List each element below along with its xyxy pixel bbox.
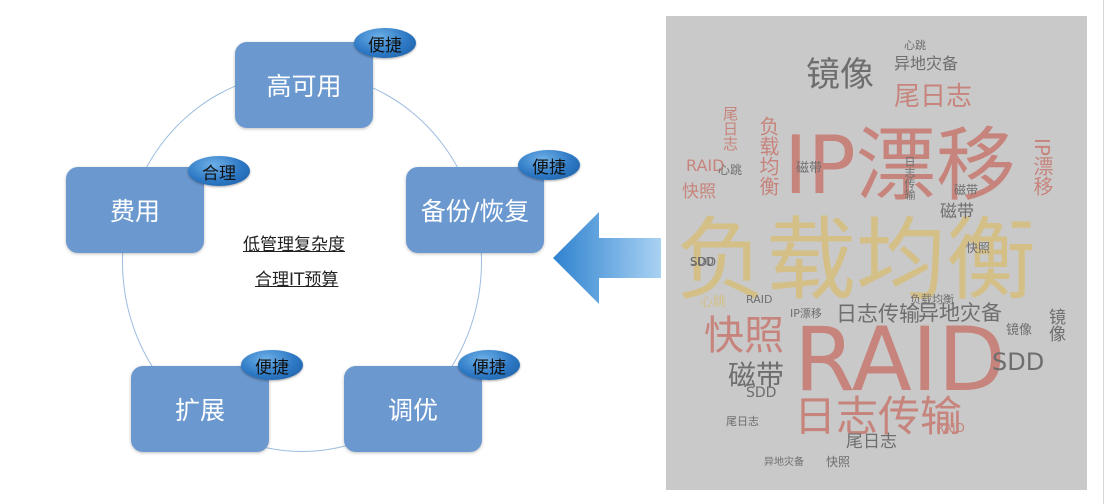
- node-tuning: 调优: [344, 366, 482, 452]
- cloud-word: 尾日志: [726, 415, 759, 428]
- node-label: 费用: [109, 197, 160, 226]
- cloud-word: 磁带: [728, 359, 785, 392]
- center-label-complexity: 低管理复杂度: [243, 235, 345, 255]
- node-label: 备份/恢复: [420, 197, 530, 226]
- cloud-word: 日志传输: [794, 392, 963, 441]
- cloud-word: 镜像: [1006, 323, 1033, 338]
- cloud-word: 快照: [682, 182, 716, 202]
- cloud-word: IP漂移: [784, 119, 1016, 212]
- cloud-word: 异地灾备: [918, 301, 1002, 325]
- cloud-word: SDD: [746, 385, 777, 401]
- cloud-word: 快照: [966, 241, 991, 255]
- cloud-word: IP漂移: [1030, 138, 1054, 196]
- badge-tuning: 便捷: [458, 350, 520, 380]
- cloud-word: 快照: [704, 313, 784, 359]
- cloud-word: 异地灾备: [764, 457, 804, 468]
- cloud-word: 日志传输: [903, 156, 916, 200]
- cloud-word: 磁带: [954, 183, 979, 197]
- badge-backup-restore: 便捷: [518, 150, 580, 180]
- cloud-word: 磁带: [796, 161, 823, 176]
- badge-scaling: 便捷: [241, 350, 303, 380]
- cloud-word: SDD: [690, 255, 717, 269]
- node-label: 调优: [387, 396, 438, 425]
- cloud-word: 负载均衡: [676, 208, 1036, 313]
- cloud-word: 镜像: [806, 55, 874, 95]
- cloud-word: RAID: [794, 308, 1006, 411]
- badge-label: 便捷: [368, 35, 402, 56]
- word-cloud: 负载均衡 IP漂移 RAID 日志传输 快照 镜像 尾日志 磁带 异地灾备 SD…: [666, 16, 1087, 490]
- cloud-word: RAID: [746, 293, 773, 306]
- cloud-word: 磁带: [940, 202, 974, 222]
- cloud-word: 心跳: [718, 163, 743, 177]
- node-backup-restore: 备份/恢复: [406, 167, 544, 253]
- node-label: 高可用: [266, 72, 342, 101]
- node-scaling: 扩展: [131, 366, 269, 452]
- node-label: 扩展: [174, 396, 225, 425]
- cloud-word: SDD: [690, 255, 714, 268]
- node-cost: 费用: [66, 167, 204, 253]
- badge-label: 便捷: [532, 157, 566, 178]
- page-edge-divider: [1103, 0, 1104, 504]
- cloud-word: 异地灾备: [894, 54, 959, 73]
- center-label-budget: 合理IT预算: [255, 270, 339, 290]
- cloud-word: 心跳: [700, 295, 727, 310]
- cloud-word: 镜像: [1045, 308, 1065, 342]
- badge-high-availability: 便捷: [354, 28, 416, 58]
- badge-label: 合理: [202, 163, 236, 184]
- cloud-word: 尾日志: [894, 82, 973, 112]
- cloud-word: 日志传输: [836, 302, 920, 326]
- badge-label: 便捷: [472, 357, 506, 378]
- cloud-word: IP漂移: [790, 307, 822, 320]
- cloud-word: 心跳: [904, 39, 926, 52]
- cloud-word: 快照: [826, 455, 851, 469]
- cloud-word: 负载均衡: [910, 293, 954, 306]
- cloud-word: 负载均衡: [756, 116, 780, 196]
- cloud-word: 尾日志: [846, 432, 897, 452]
- badge-cost: 合理: [188, 156, 250, 186]
- cloud-word: RAID: [936, 421, 965, 435]
- left-arrow-icon: [553, 212, 661, 304]
- cloud-word: RAID: [686, 156, 725, 175]
- badge-label: 便捷: [255, 357, 289, 378]
- node-high-availability: 高可用: [235, 42, 373, 128]
- cloud-word: 尾日志: [721, 106, 739, 151]
- cloud-word: SDD: [992, 348, 1045, 376]
